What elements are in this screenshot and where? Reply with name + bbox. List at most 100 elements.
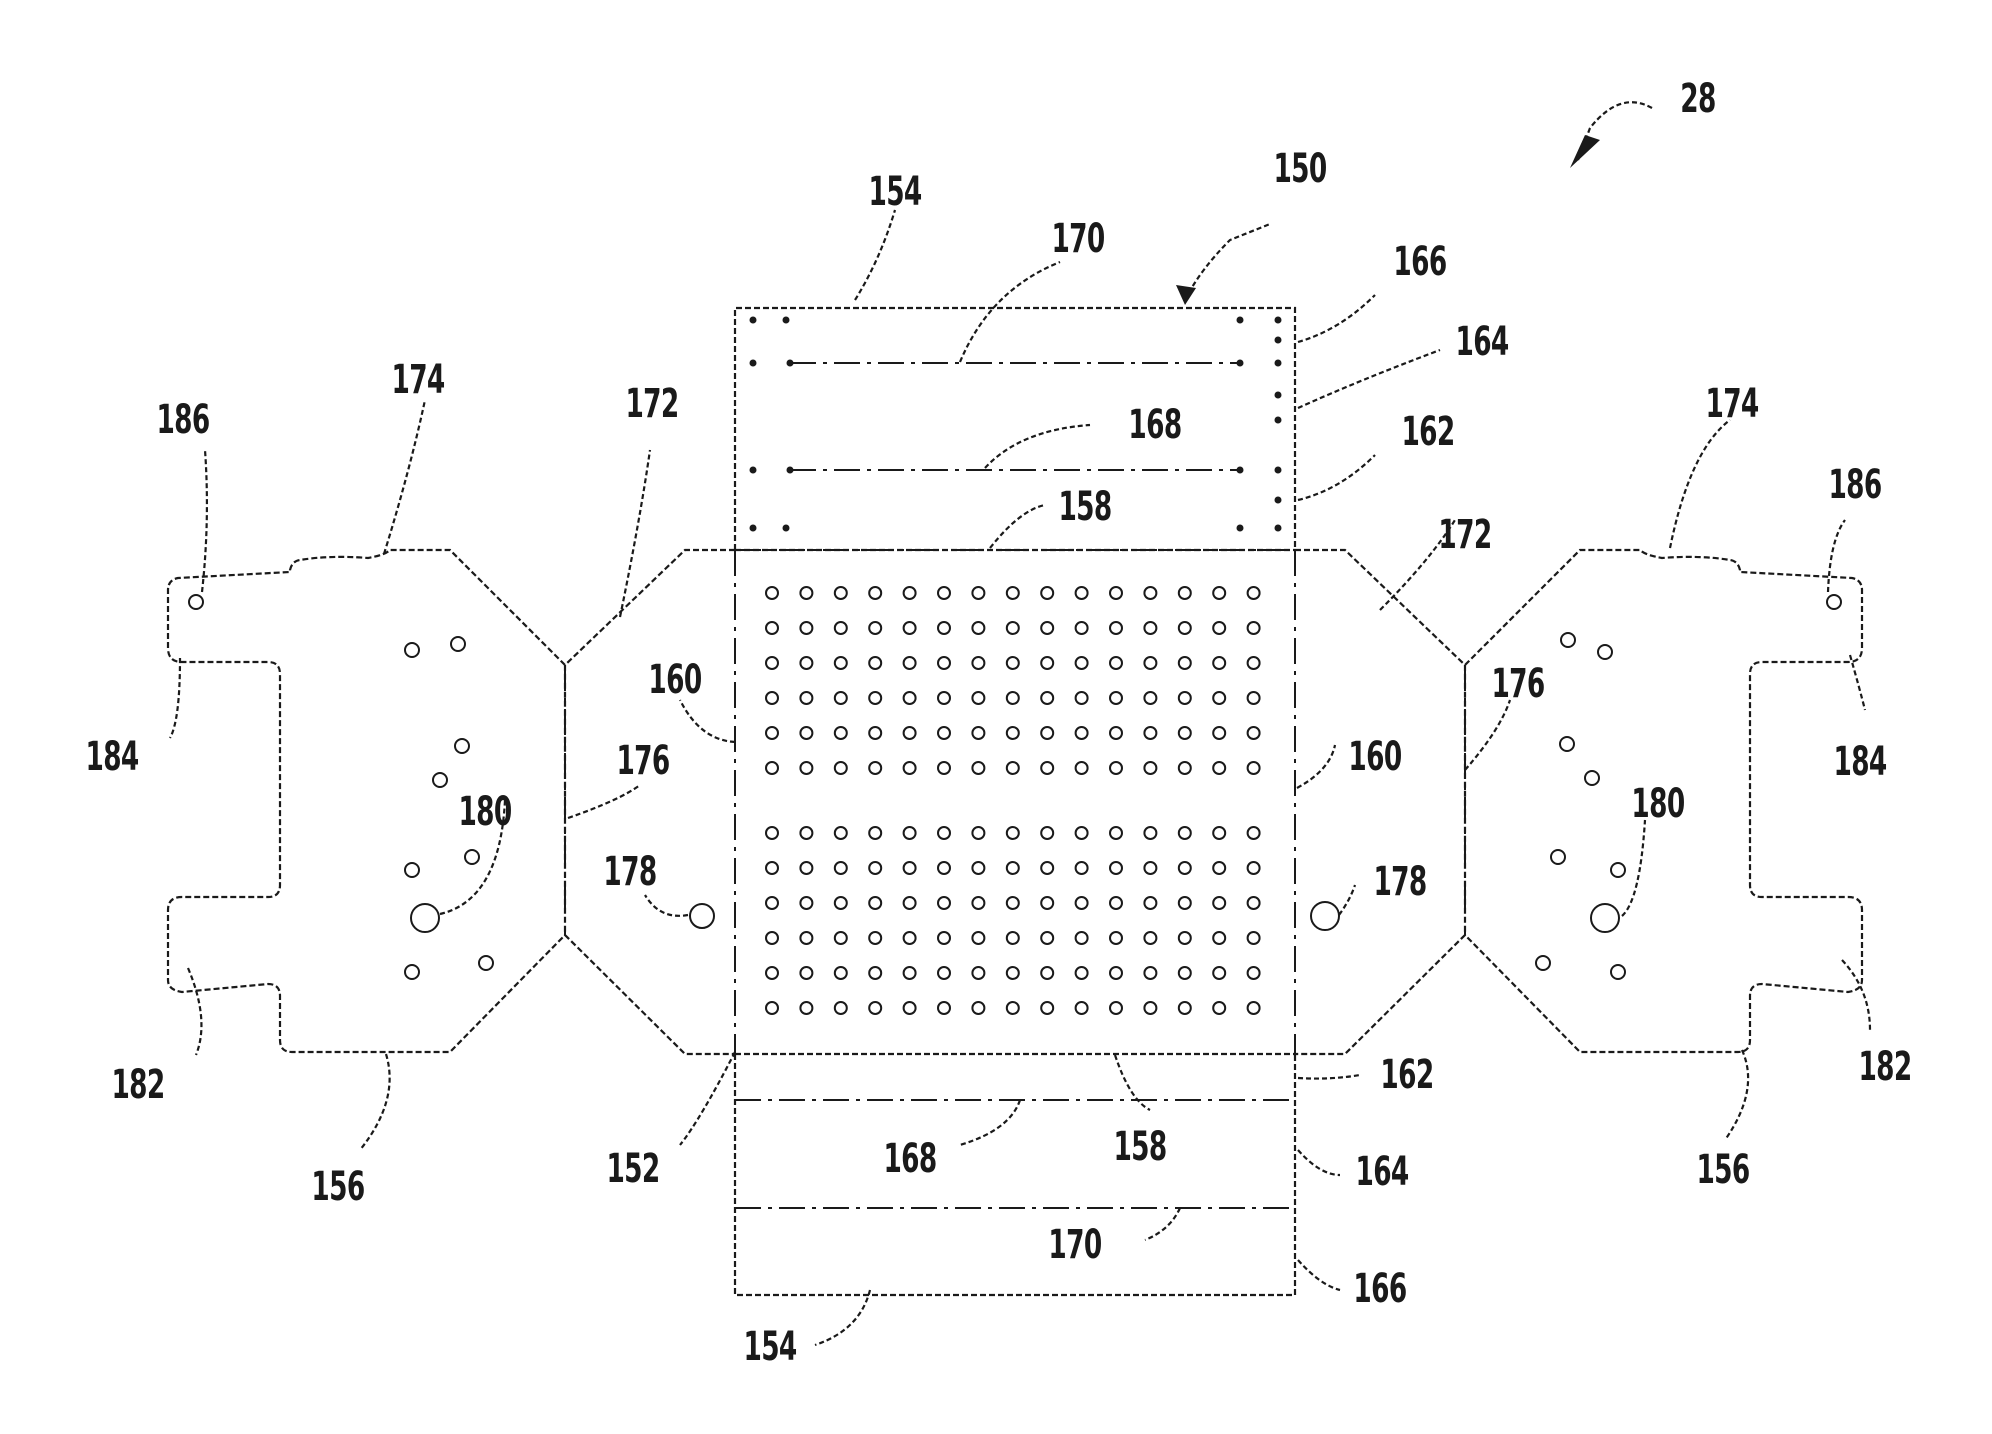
perforation-hole bbox=[766, 692, 778, 704]
perforation-hole bbox=[1007, 692, 1019, 704]
perforation-hole bbox=[1248, 657, 1260, 669]
perforation-hole bbox=[869, 587, 881, 599]
ref-166-top: 166 bbox=[1393, 238, 1446, 284]
perforation-hole bbox=[1110, 897, 1122, 909]
perforation-hole bbox=[1076, 967, 1088, 979]
perforation-hole bbox=[938, 967, 950, 979]
perforation-hole bbox=[835, 727, 847, 739]
perforation-hole bbox=[938, 622, 950, 634]
perforation-hole bbox=[1144, 897, 1156, 909]
perforation-hole bbox=[1213, 692, 1225, 704]
perforation-hole bbox=[835, 827, 847, 839]
ref-168-top: 168 bbox=[1128, 401, 1181, 447]
perforation-hole bbox=[1076, 692, 1088, 704]
bottom-end-panel bbox=[735, 1054, 1295, 1295]
perforation-hole bbox=[1041, 762, 1053, 774]
perforation-hole bbox=[1007, 897, 1019, 909]
perforation-hole bbox=[766, 932, 778, 944]
perforation-hole bbox=[869, 827, 881, 839]
perforation-hole bbox=[938, 727, 950, 739]
perforation-hole bbox=[1248, 622, 1260, 634]
right-gusset-hole bbox=[1311, 902, 1339, 930]
perforation-hole bbox=[1213, 657, 1225, 669]
perforation-hole bbox=[1076, 897, 1088, 909]
ref-162-top: 162 bbox=[1401, 408, 1454, 454]
perforation-hole bbox=[800, 692, 812, 704]
perforation-hole bbox=[1179, 622, 1191, 634]
perforation-hole bbox=[1248, 1002, 1260, 1014]
perforation-hole bbox=[972, 622, 984, 634]
perforation-hole bbox=[1007, 622, 1019, 634]
perforation-hole bbox=[800, 967, 812, 979]
perforation-hole bbox=[972, 967, 984, 979]
perforation-hole bbox=[1076, 1002, 1088, 1014]
ref-184-left: 184 bbox=[86, 733, 139, 779]
left-gusset-hole bbox=[690, 904, 714, 928]
perforation-hole bbox=[1041, 1002, 1053, 1014]
perforation-hole bbox=[904, 657, 916, 669]
perforation-hole bbox=[1179, 932, 1191, 944]
perforation-hole bbox=[1179, 827, 1191, 839]
perforation-hole bbox=[800, 862, 812, 874]
ref-150: 150 bbox=[1273, 145, 1326, 191]
perforation-hole bbox=[1007, 587, 1019, 599]
arrowhead-150 bbox=[1176, 285, 1196, 305]
ref-28: 28 bbox=[1680, 75, 1715, 121]
perforation-hole bbox=[1007, 762, 1019, 774]
perforation-hole bbox=[1076, 727, 1088, 739]
perforation-hole bbox=[938, 897, 950, 909]
perforation-hole bbox=[1041, 967, 1053, 979]
perforation-hole bbox=[1248, 587, 1260, 599]
ref-174-right: 174 bbox=[1706, 380, 1759, 426]
ref-186-right: 186 bbox=[1828, 461, 1881, 507]
ref-170-top: 170 bbox=[1051, 215, 1104, 261]
ref-182-left: 182 bbox=[111, 1061, 164, 1107]
perforation-hole bbox=[766, 1002, 778, 1014]
perforation-hole bbox=[1179, 897, 1191, 909]
perforation-hole bbox=[1144, 622, 1156, 634]
ref-174-left: 174 bbox=[392, 356, 445, 402]
perforation-hole bbox=[938, 827, 950, 839]
perforation-hole bbox=[835, 762, 847, 774]
perforation-hole bbox=[1144, 657, 1156, 669]
perforation-hole bbox=[1248, 727, 1260, 739]
right-gusset bbox=[1295, 550, 1465, 1054]
perforation-hole bbox=[1248, 932, 1260, 944]
perforation-hole bbox=[1076, 932, 1088, 944]
perforation-hole bbox=[1179, 587, 1191, 599]
perforation-hole bbox=[904, 827, 916, 839]
perforation-hole bbox=[766, 762, 778, 774]
ref-172-left: 172 bbox=[625, 380, 678, 426]
perforation-hole bbox=[869, 692, 881, 704]
perforation-hole bbox=[1213, 587, 1225, 599]
perforation-hole bbox=[1007, 862, 1019, 874]
central-panel bbox=[735, 550, 1295, 1054]
perforation-hole bbox=[972, 827, 984, 839]
perforation-hole bbox=[1179, 657, 1191, 669]
perforation-hole bbox=[1213, 1002, 1225, 1014]
perforation-hole bbox=[1213, 827, 1225, 839]
perforation-hole bbox=[1007, 1002, 1019, 1014]
perforation-hole bbox=[972, 762, 984, 774]
perforation-hole bbox=[869, 932, 881, 944]
ref-180-left: 180 bbox=[458, 788, 511, 834]
ref-158-bottom: 158 bbox=[1113, 1123, 1166, 1169]
perforation-hole bbox=[835, 622, 847, 634]
perforation-hole bbox=[1041, 827, 1053, 839]
perforation-hole bbox=[835, 657, 847, 669]
perforation-hole bbox=[766, 587, 778, 599]
perforation-hole bbox=[938, 692, 950, 704]
left-flap-large-hole bbox=[411, 904, 439, 932]
perforation-hole bbox=[869, 897, 881, 909]
perforation-hole bbox=[1007, 827, 1019, 839]
perforation-hole bbox=[766, 862, 778, 874]
ref-172-right: 172 bbox=[1438, 511, 1491, 557]
perforation-hole bbox=[1179, 762, 1191, 774]
perforation-hole bbox=[1179, 692, 1191, 704]
perforation-hole bbox=[1179, 1002, 1191, 1014]
perforation-hole bbox=[972, 1002, 984, 1014]
perforation-hole bbox=[1041, 622, 1053, 634]
perforation-hole bbox=[1144, 587, 1156, 599]
perforation-hole bbox=[835, 1002, 847, 1014]
ref-160-left: 160 bbox=[648, 656, 701, 702]
